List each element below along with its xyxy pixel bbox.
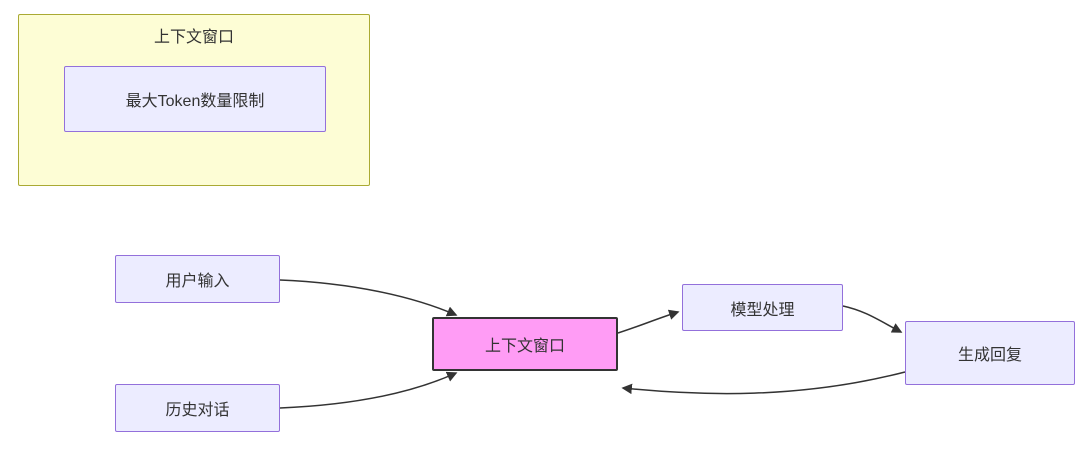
node-history-dialogue: 历史对话 <box>115 384 280 432</box>
edge-model-to-reply <box>842 305 903 333</box>
edge-history-to-context <box>279 371 458 409</box>
subgraph-title: 上下文窗口 <box>153 29 234 46</box>
node-history-dialogue-label: 历史对话 <box>165 402 230 419</box>
node-max-token-limit: 最大Token数量限制 <box>64 66 326 132</box>
node-generate-reply: 生成回复 <box>905 321 1075 385</box>
node-model-processing-label: 模型处理 <box>730 301 795 319</box>
node-max-token-limit-label: 最大Token数量限制 <box>125 93 265 110</box>
node-context-window: 上下文窗口 <box>432 317 618 371</box>
edge-user-input-to-context <box>279 279 458 317</box>
edge-context-to-model <box>617 309 680 334</box>
node-generate-reply-label: 生成回复 <box>957 347 1022 364</box>
node-model-processing: 模型处理 <box>682 284 843 331</box>
node-user-input: 用户输入 <box>115 255 280 303</box>
node-user-input-label: 用户输入 <box>165 273 230 290</box>
node-context-window-label: 上下文窗口 <box>484 338 565 355</box>
edge-reply-to-context <box>621 371 906 395</box>
